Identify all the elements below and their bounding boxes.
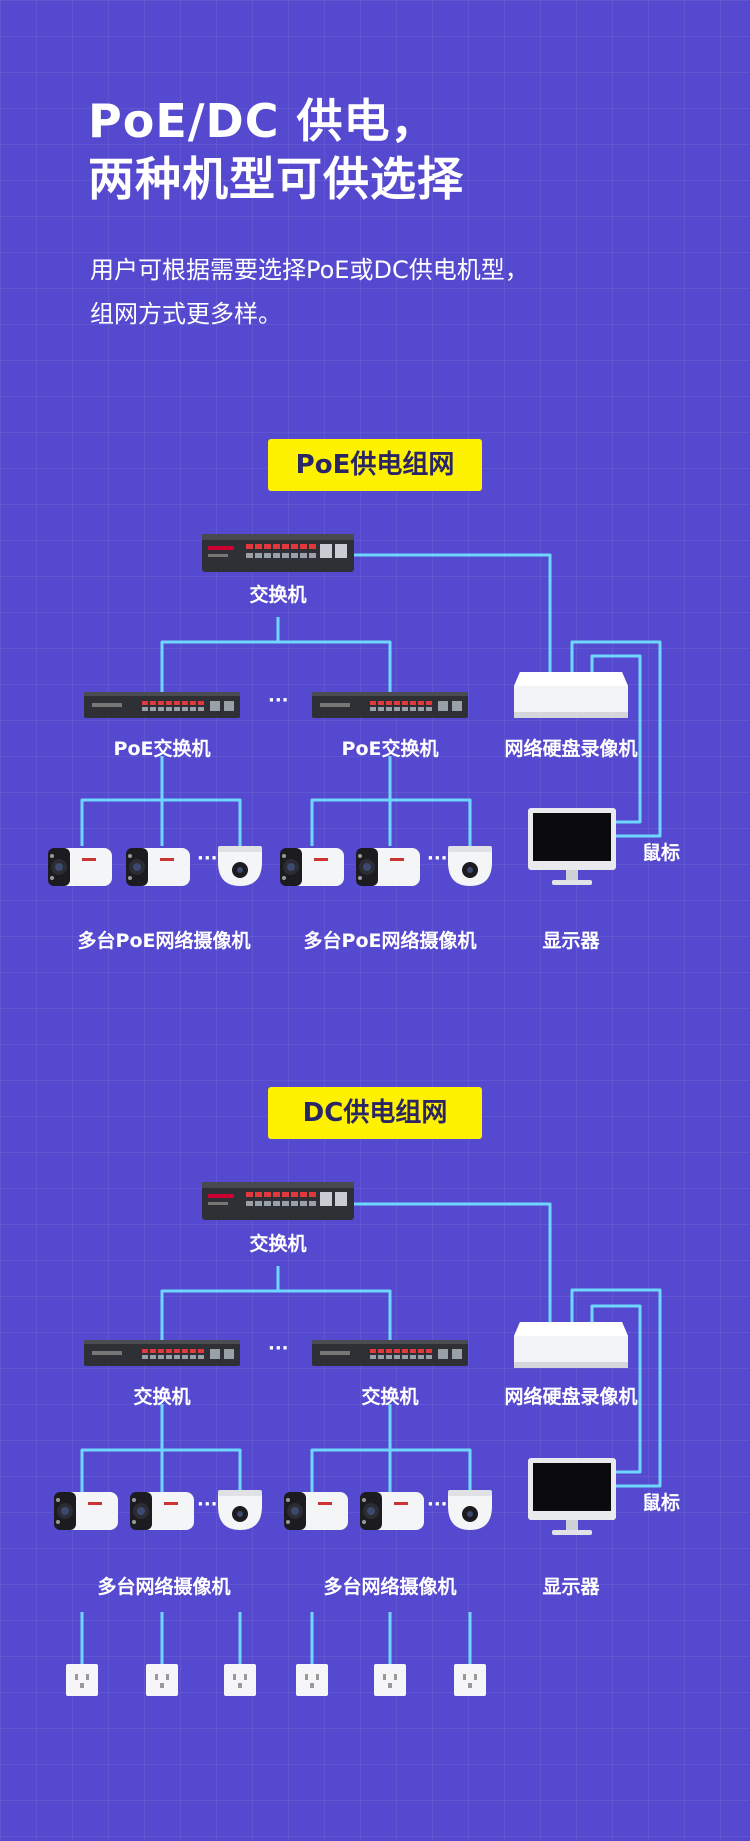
dc-cameras-left-label: 多台网络摄像机: [97, 1576, 231, 1598]
desc-line-1: 用户可根据需要选择PoE或DC供电机型，: [90, 256, 529, 284]
power-outlet-icon: [374, 1664, 406, 1696]
title-line-2: 两种机型可供选择: [88, 152, 464, 206]
dc-line-power-cords: [80, 1612, 472, 1664]
dc-bullet-camera-4: [360, 1492, 424, 1530]
power-outlet-icon: [66, 1664, 98, 1696]
poe-camera-ellipsis-left: ···: [197, 848, 218, 869]
dc-dome-camera-1: [218, 1490, 262, 1530]
dc-camera-ellipsis-right: ···: [427, 1494, 448, 1515]
dc-mouse-label: 鼠标: [642, 1492, 681, 1514]
description: 用户可根据需要选择PoE或DC供电机型， 组网方式更多样。: [90, 248, 529, 336]
power-outlet-icon: [146, 1664, 178, 1696]
poe-nvr-label: 网络硬盘录像机: [504, 738, 638, 760]
dc-bullet-camera-3: [284, 1492, 348, 1530]
poe-nvr: [514, 672, 628, 718]
poe-line-nvr-to-mouse: [570, 640, 662, 838]
poe-line-left-cameras: [80, 756, 242, 846]
dc-sub-switch-right-label: 交换机: [361, 1386, 419, 1408]
dc-monitor: [528, 1458, 616, 1535]
poe-bullet-camera-1: [48, 848, 112, 886]
dc-cameras-right-label: 多台网络摄像机: [323, 1576, 457, 1598]
dc-sub-switch-left-label: 交换机: [133, 1386, 191, 1408]
dc-dome-camera-2: [448, 1490, 492, 1530]
poe-cameras-left-label: 多台PoE网络摄像机: [77, 930, 251, 952]
dc-power-outlets: [66, 1664, 486, 1696]
poe-bullet-camera-3: [280, 848, 344, 886]
dc-main-switch: [202, 1182, 354, 1220]
poe-sub-switch-right-label: PoE交换机: [341, 738, 439, 760]
poe-sub-switch-right: [312, 692, 468, 718]
dc-line-nvr-to-mouse: [570, 1288, 662, 1488]
dc-nvr: [514, 1322, 628, 1368]
poe-main-switch-label: 交换机: [249, 584, 307, 606]
title-line-1: PoE/DC 供电，: [88, 94, 438, 148]
dc-line-switch-branch: [160, 1289, 392, 1340]
dc-switch-ellipsis: ···: [268, 1338, 289, 1359]
dc-line-right-cameras: [310, 1404, 472, 1492]
dc-connection-lines: [80, 1202, 662, 1664]
poe-section-badge: PoE供电组网: [268, 439, 482, 491]
poe-switch-ellipsis: ···: [268, 690, 289, 711]
poe-sub-switch-left: [84, 692, 240, 718]
poe-line-nvr-to-monitor: [590, 654, 642, 824]
poe-bullet-camera-2: [126, 848, 190, 886]
dc-section-badge: DC供电组网: [268, 1087, 482, 1139]
poe-monitor: [528, 808, 616, 885]
poe-camera-ellipsis-right: ···: [427, 848, 448, 869]
power-outlet-icon: [296, 1664, 328, 1696]
poe-main-switch: [202, 534, 354, 572]
dc-monitor-label: 显示器: [542, 1576, 600, 1598]
poe-cameras-right-label: 多台PoE网络摄像机: [303, 930, 477, 952]
poe-line-switch-branch: [160, 640, 392, 692]
poe-dome-camera-1: [218, 846, 262, 886]
dc-sub-switch-left: [84, 1340, 240, 1366]
dc-nvr-label: 网络硬盘录像机: [504, 1386, 638, 1408]
dc-main-switch-label: 交换机: [249, 1233, 307, 1255]
desc-line-2: 组网方式更多样。: [90, 300, 282, 328]
poe-monitor-label: 显示器: [542, 930, 600, 952]
poe-connection-lines: [80, 553, 662, 846]
poe-sub-switch-left-label: PoE交换机: [113, 738, 211, 760]
dc-line-left-cameras: [80, 1404, 242, 1492]
dc-line-nvr-to-monitor: [590, 1304, 642, 1474]
dc-bullet-camera-2: [130, 1492, 194, 1530]
power-outlet-icon: [454, 1664, 486, 1696]
dc-line-switch-to-nvr: [352, 1202, 552, 1322]
poe-line-switch-to-nvr: [352, 553, 552, 672]
dc-camera-ellipsis-left: ···: [197, 1494, 218, 1515]
poe-mouse-label: 鼠标: [642, 842, 681, 864]
dc-bullet-camera-1: [54, 1492, 118, 1530]
poe-line-right-cameras: [310, 756, 472, 846]
power-outlet-icon: [224, 1664, 256, 1696]
page-title: PoE/DC 供电， 两种机型可供选择: [88, 92, 464, 208]
dc-sub-switch-right: [312, 1340, 468, 1366]
poe-dome-camera-2: [448, 846, 492, 886]
poe-bullet-camera-4: [356, 848, 420, 886]
